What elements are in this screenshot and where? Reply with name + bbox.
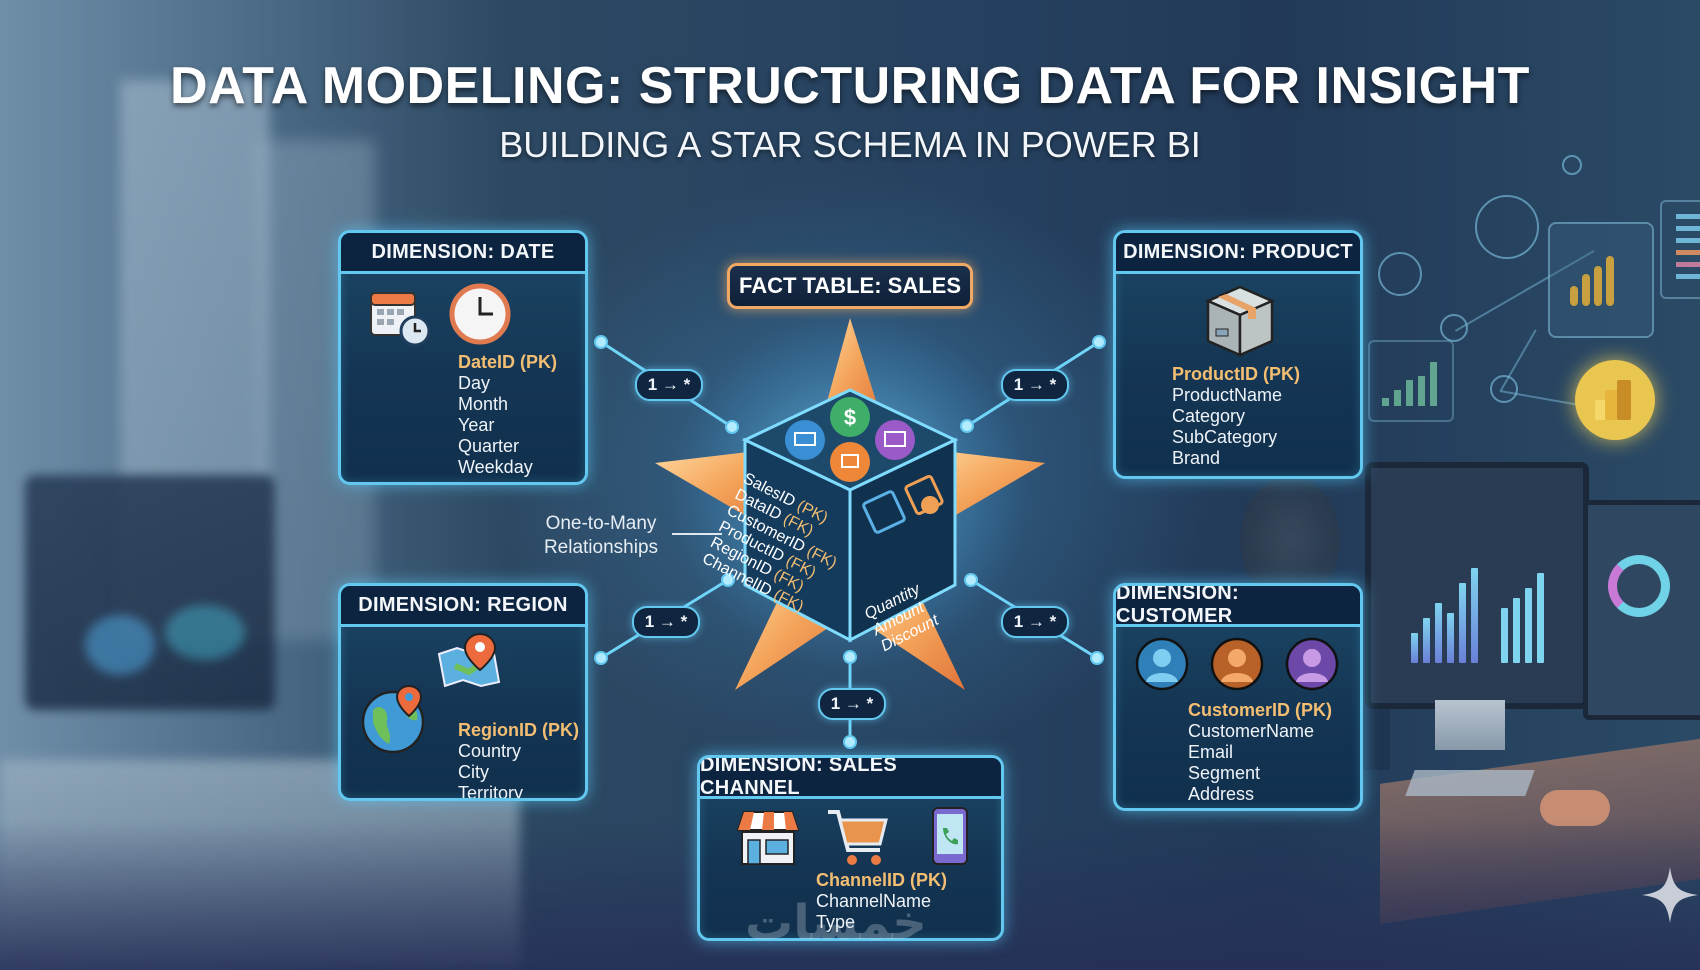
primary-key: ProductID (PK)	[1172, 364, 1300, 384]
user-orange-icon	[1210, 637, 1264, 691]
dimension-customer-panel: DIMENSION: CUSTOMER CustomerID (PK) Cust…	[1113, 583, 1363, 811]
panel-title: DIMENSION: DATE	[341, 233, 585, 274]
field: Address	[1188, 784, 1255, 804]
connector-node	[843, 650, 857, 664]
connector-node	[594, 335, 608, 349]
page-title: DATA MODELING: STRUCTURING DATA FOR INSI…	[170, 57, 1530, 115]
connector-node	[960, 419, 974, 433]
annotation-leader-line	[672, 533, 722, 535]
mobile-phone-icon	[932, 807, 968, 865]
field: Month	[458, 394, 509, 414]
relationship-annotation: One-to-Many Relationships	[536, 512, 666, 560]
cardinality-pill-region: 1 → *	[632, 606, 700, 638]
map-pin-icon	[437, 632, 501, 688]
field: CustomerName	[1188, 721, 1315, 741]
primary-key: CustomerID (PK)	[1188, 700, 1333, 720]
connector-node	[594, 651, 608, 665]
storefront-icon	[736, 811, 800, 865]
field: Segment	[1188, 763, 1261, 783]
connector-node	[1092, 335, 1106, 349]
cardinality-pill-channel: 1 → *	[818, 688, 886, 720]
field: Country	[458, 741, 522, 761]
globe-pin-icon	[361, 684, 425, 754]
panel-title: DIMENSION: CUSTOMER	[1116, 586, 1360, 627]
field: Email	[1188, 742, 1234, 762]
trend-ring-icon	[1475, 195, 1539, 259]
customer-icon	[785, 420, 825, 460]
calendar-clock-icon	[370, 292, 431, 347]
field: ProductName	[1172, 385, 1283, 405]
background-chart-tile	[1368, 340, 1454, 422]
background-dashboard-monitor	[1365, 462, 1589, 709]
cardinality-pill-customer: 1 → *	[1001, 606, 1069, 638]
clock-icon	[449, 283, 511, 345]
field: Category	[1172, 406, 1246, 426]
connector-node	[964, 573, 978, 587]
page-subtitle: BUILDING A STAR SCHEMA IN POWER BI	[499, 124, 1201, 165]
connector-node	[1090, 651, 1104, 665]
panel-title: DIMENSION: SALES CHANNEL	[700, 758, 1001, 799]
primary-key: RegionID (PK)	[458, 720, 579, 740]
region-icon	[830, 442, 870, 482]
panel-title: DIMENSION: PRODUCT	[1116, 233, 1360, 274]
svg-text:$: $	[844, 405, 856, 430]
primary-key: DateID (PK)	[458, 352, 558, 372]
field: Day	[458, 373, 491, 393]
field: Quarter	[458, 436, 520, 456]
field: City	[458, 762, 489, 782]
field: Territory	[458, 783, 524, 801]
field: SubCategory	[1172, 427, 1278, 447]
dimension-region-panel: DIMENSION: REGION RegionID (PK) Country …	[338, 583, 588, 801]
dimension-sales-channel-panel: DIMENSION: SALES CHANNEL ChannelID (PK) …	[697, 755, 1004, 941]
dimension-date-panel: DIMENSION: DATE DateID (PK) Day Month Ye…	[338, 230, 588, 485]
cardinality-pill-date: 1 → *	[635, 369, 703, 401]
cardinality-pill-product: 1 → *	[1001, 369, 1069, 401]
connector-node	[725, 420, 739, 434]
sparkle-icon	[1642, 867, 1698, 923]
background-dashboard-monitor-right	[1583, 500, 1700, 720]
background-monitor-stand	[1435, 700, 1505, 750]
fact-table-label: FACT TABLE: SALES	[727, 263, 973, 309]
background-list-tile	[1660, 200, 1700, 299]
annotation-line-1: One-to-Many	[545, 513, 657, 534]
fact-cube: $	[741, 388, 959, 643]
connector-node	[721, 573, 735, 587]
field: Weekday	[458, 457, 533, 477]
connector-node	[843, 735, 857, 749]
annotation-line-2: Relationships	[543, 537, 659, 558]
watermark-logo: خمسات	[745, 895, 927, 951]
field: Type	[816, 912, 856, 932]
field: Brand	[1172, 448, 1221, 468]
power-bi-logo-tile	[1548, 222, 1654, 338]
user-blue-icon	[1135, 637, 1189, 691]
calendar-icon	[862, 490, 906, 534]
primary-key: ChannelID (PK)	[816, 870, 948, 890]
background-monitor-left	[25, 475, 275, 710]
dollar-icon	[830, 397, 870, 437]
power-bi-logo-coin	[1575, 360, 1655, 440]
dimension-product-panel: DIMENSION: PRODUCT ProductID (PK) Produc…	[1113, 230, 1363, 479]
user-purple-icon	[1285, 637, 1339, 691]
field: ChannelName	[816, 891, 932, 911]
box-icon	[1204, 285, 1276, 357]
product-icon	[875, 420, 915, 460]
shopping-cart-icon	[828, 810, 888, 865]
panel-title: DIMENSION: REGION	[341, 586, 585, 627]
field: Year	[458, 415, 495, 435]
